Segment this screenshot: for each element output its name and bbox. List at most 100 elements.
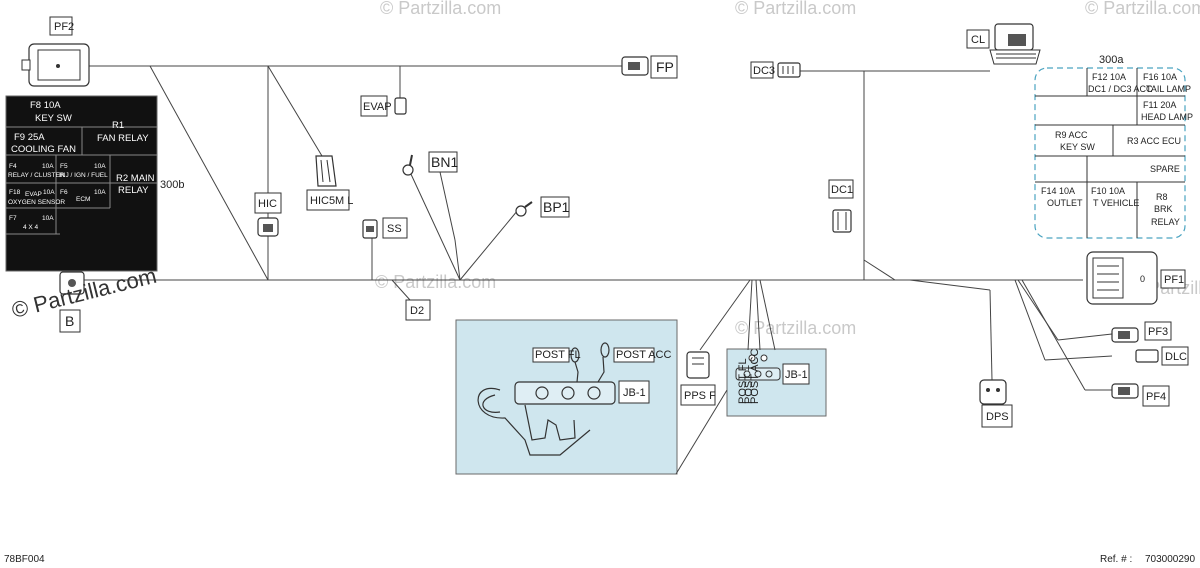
dc3-connector-icon	[777, 62, 801, 78]
label-hic5m-l: HIC5M L	[310, 195, 353, 207]
fl-r2: R2 MAIN	[116, 173, 155, 184]
footer-code: 78BF004	[4, 554, 45, 565]
fr-f16: F16 10A	[1143, 72, 1177, 82]
label-300a: 300a	[1099, 54, 1124, 66]
label-jb1-inset: JB-1	[623, 387, 646, 399]
fl-f18-amp: 10A	[43, 189, 55, 196]
fr-f11-name: HEAD LAMP	[1141, 112, 1193, 122]
fr-f10-name: T VEHICLE	[1093, 198, 1139, 208]
watermark-top-2: © Partzilla.com	[735, 0, 856, 18]
fl-f8-amp: F8 10A	[30, 100, 61, 111]
fl-f4-name: RELAY / CLUSTER	[8, 172, 65, 179]
pps-f-connector-icon	[686, 351, 710, 379]
fl-f8-name: KEY SW	[35, 113, 72, 124]
label-jb-small-t1: POST FL	[737, 358, 749, 404]
fr-f12-name: DC1 / DC3 ACC	[1088, 84, 1153, 94]
bp1-ring-terminal-icon	[515, 201, 533, 217]
fl-f6-name: ECM	[76, 196, 90, 203]
fr-f16-name: TAIL LAMP	[1146, 84, 1191, 94]
fp-connector-icon	[621, 56, 649, 76]
fl-r1: R1	[112, 120, 124, 131]
label-ss: SS	[387, 223, 402, 235]
label-fp: FP	[656, 59, 674, 75]
fr-f14-name: OUTLET	[1047, 198, 1083, 208]
fl-f18-evap: EVAP	[25, 191, 42, 198]
fl-r2-name: RELAY	[118, 185, 149, 196]
fl-f6: F6	[60, 189, 68, 196]
label-bp1: BP1	[543, 199, 570, 215]
hic5m-connector-icon	[315, 155, 337, 187]
svg-text:0: 0	[1140, 274, 1145, 284]
watermark-main: © Partzilla.com	[9, 263, 159, 323]
label-evap: EVAP	[363, 101, 392, 113]
fr-f12: F12 10A	[1092, 72, 1126, 82]
fl-f5: F5	[60, 163, 68, 170]
fr-r8: R8	[1156, 192, 1168, 202]
harness-wires	[60, 65, 1115, 475]
fr-r8-name2: RELAY	[1151, 217, 1180, 227]
hic-connector-icon	[257, 217, 279, 237]
dc1-connector-icon	[832, 209, 852, 233]
evap-connector-icon	[394, 97, 407, 115]
fusebox-right: F12 10A DC1 / DC3 ACC F16 10A TAIL LAMP …	[1034, 67, 1193, 239]
footer-ref-label: Ref. # :	[1100, 554, 1132, 565]
footer-ref-value: 703000290	[1145, 554, 1195, 565]
pf2-box-icon	[21, 43, 90, 87]
watermark-mid-2: © Partzilla.com	[735, 318, 856, 338]
fl-f7-name: 4 X 4	[23, 224, 39, 231]
label-pps-f: PPS F	[684, 390, 716, 402]
connector-labels: PF2 FP EVAP DC3 CL BN1 HIC5M L HIC BP1 S…	[49, 16, 1189, 428]
fl-f18: F18	[9, 189, 21, 196]
fl-r1-name: FAN RELAY	[97, 133, 149, 144]
fl-f7: F7	[9, 215, 17, 222]
fr-r8-name1: BRK	[1154, 204, 1173, 214]
fl-f4: F4	[9, 163, 17, 170]
watermark-mid-1: © Partzilla.com	[375, 272, 496, 292]
fr-f10: F10 10A	[1091, 186, 1125, 196]
fusebox-left: F8 10A KEY SW F9 25A COOLING FAN R1 FAN …	[5, 95, 158, 272]
ss-connector-icon	[362, 219, 378, 239]
jb1-inset-drawing	[477, 342, 616, 456]
label-dc1: DC1	[831, 184, 853, 196]
fr-f14: F14 10A	[1041, 186, 1075, 196]
pf1-box-icon: 0	[1086, 251, 1158, 305]
fl-f7-amp: 10A	[42, 215, 54, 222]
fl-f4-amp: 10A	[42, 163, 54, 170]
pf4-connector-icon	[1111, 383, 1139, 399]
fr-r3: R3 ACC ECU	[1127, 136, 1181, 146]
label-post-fl: POST FL	[535, 349, 581, 361]
label-d2: D2	[410, 305, 424, 317]
fl-f18-name: OXYGEN SENSOR	[8, 199, 65, 206]
label-pf1: PF1	[1164, 274, 1184, 286]
label-bn1: BN1	[431, 154, 458, 170]
label-dps: DPS	[986, 411, 1009, 423]
label-dc3: DC3	[753, 65, 775, 77]
label-jb-small-t3: POST ACC	[749, 349, 761, 404]
label-jb-small-t2: POST +	[743, 365, 755, 404]
fr-r9-name: KEY SW	[1060, 142, 1095, 152]
label-pf2: PF2	[54, 21, 74, 33]
watermark-top-3: © Partzilla.com	[1085, 0, 1200, 18]
fr-r9: R9 ACC	[1055, 130, 1088, 140]
fl-f9-amp: F9 25A	[14, 132, 45, 143]
dps-connector-icon	[979, 379, 1007, 405]
cl-connector-icon	[989, 23, 1041, 65]
fr-spare: SPARE	[1150, 164, 1180, 174]
fl-f5-amp: 10A	[94, 163, 106, 170]
fr-f11: F11 20A	[1143, 100, 1176, 110]
watermark-top-1: © Partzilla.com	[380, 0, 501, 18]
label-pf3: PF3	[1148, 326, 1168, 338]
label-dlc: DLC	[1165, 351, 1187, 363]
label-jb1-small: JB-1	[785, 369, 808, 381]
bn1-ring-terminal-icon	[402, 154, 414, 176]
label-cl: CL	[971, 34, 985, 46]
label-300b: 300b	[160, 179, 184, 191]
fl-f9-name: COOLING FAN	[11, 144, 76, 155]
label-pf4: PF4	[1146, 391, 1166, 403]
fl-f6-amp: 10A	[94, 189, 106, 196]
fl-f5-name: INJ / IGN / FUEL	[59, 172, 108, 179]
b-connector-icon	[59, 271, 85, 295]
label-post-acc: POST ACC	[616, 349, 671, 361]
label-b: B	[65, 313, 74, 329]
